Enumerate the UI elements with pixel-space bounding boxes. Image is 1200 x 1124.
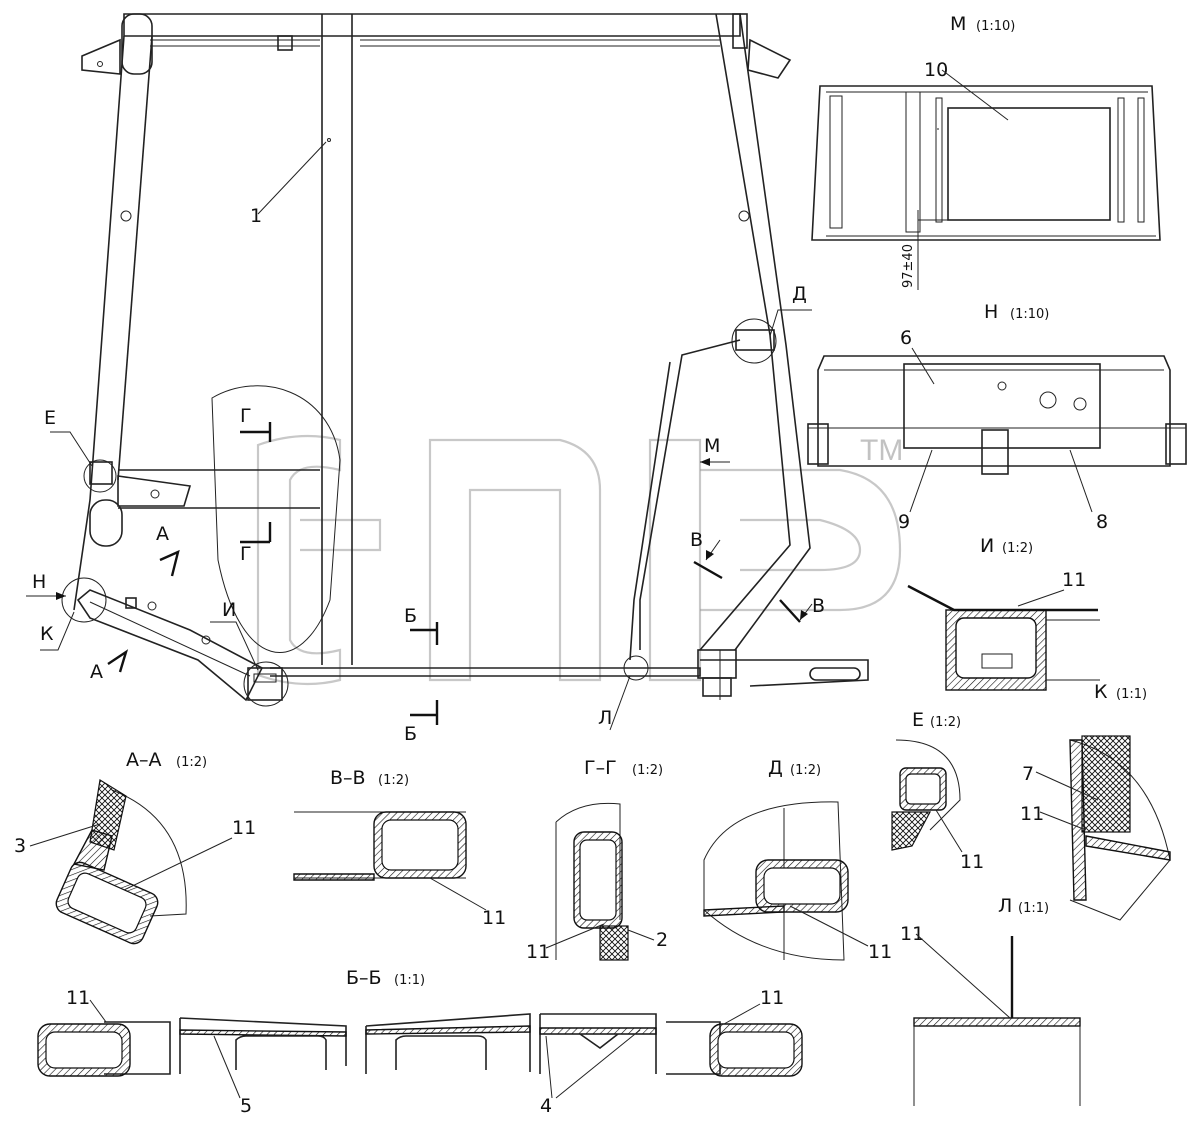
label-V1: В xyxy=(690,529,703,551)
section-bb-scale: (1:1) xyxy=(394,973,425,988)
view-k-scale: (1:1) xyxy=(1116,687,1147,702)
section-aa-scale: (1:2) xyxy=(176,755,207,770)
callout-6: 6 xyxy=(900,327,912,349)
watermark-tm: TM xyxy=(860,434,903,467)
callout-11-gg: 11 xyxy=(526,941,550,963)
view-n-name: Н xyxy=(984,301,998,323)
view-l-name: Л xyxy=(998,895,1012,917)
view-d-scale: (1:2) xyxy=(790,763,821,778)
section-aa-name: А–А xyxy=(126,749,162,771)
view-m-name: М xyxy=(950,13,966,35)
label-B2: Б xyxy=(404,723,417,745)
callout-3: 3 xyxy=(14,835,26,857)
view-e-scale: (1:2) xyxy=(930,715,961,730)
callout-11-k: 11 xyxy=(1020,803,1044,825)
label-L: Л xyxy=(598,707,612,729)
view-l-scale: (1:1) xyxy=(1018,901,1049,916)
callout-7: 7 xyxy=(1022,763,1034,785)
section-gg-scale: (1:2) xyxy=(632,763,663,778)
view-d: Д (1:2) 11 xyxy=(703,757,892,963)
view-m: М (1:10) 10 97±40 xyxy=(811,13,1161,290)
label-G2: Г xyxy=(240,543,252,565)
view-l: Л (1:1) 11 xyxy=(900,895,1081,1106)
label-B1: Б xyxy=(404,605,417,627)
callout-11-i: 11 xyxy=(1062,569,1086,591)
section-aa: А–А (1:2) 3 11 xyxy=(14,749,256,945)
callout-2: 2 xyxy=(656,929,668,951)
view-n-scale: (1:10) xyxy=(1010,307,1049,322)
callout-4: 4 xyxy=(540,1095,552,1117)
main-frame-view xyxy=(26,13,869,731)
section-vv: В–В (1:2) 11 xyxy=(293,767,506,929)
view-e: Е (1:2) 11 xyxy=(891,709,984,873)
callout-11-bb-right: 11 xyxy=(760,987,784,1009)
dimension-label: 97±40 xyxy=(901,244,916,288)
view-n: Н (1:10) 6 9 8 xyxy=(807,301,1187,533)
callout-11-l: 11 xyxy=(900,923,924,945)
callout-11-vv: 11 xyxy=(482,907,506,929)
section-vv-name: В–В xyxy=(330,767,366,789)
view-d-name: Д xyxy=(768,757,783,779)
label-1: 1 xyxy=(250,205,262,227)
label-A2: А xyxy=(90,661,103,683)
callout-11-aa: 11 xyxy=(232,817,256,839)
section-bb-name: Б–Б xyxy=(346,967,382,989)
view-m-scale: (1:10) xyxy=(976,19,1015,34)
label-V2: В xyxy=(812,595,825,617)
label-M: М xyxy=(704,435,720,457)
section-gg: Г–Г (1:2) 11 2 xyxy=(526,757,668,963)
callout-10: 10 xyxy=(924,59,948,81)
section-bb: Б–Б (1:1) 11 11 5 4 xyxy=(37,967,803,1117)
main-labels: 1 Д Е Г Г М А А Н К И Б Б В В Л xyxy=(32,205,825,745)
label-E: Е xyxy=(44,407,56,429)
callout-9: 9 xyxy=(898,511,910,533)
label-H: Н xyxy=(32,571,46,593)
section-vv-scale: (1:2) xyxy=(378,773,409,788)
view-i-scale: (1:2) xyxy=(1002,541,1033,556)
watermark-logo: TM xyxy=(256,434,903,686)
callout-11-e: 11 xyxy=(960,851,984,873)
label-K: К xyxy=(40,623,54,645)
view-e-name: Е xyxy=(912,709,924,731)
view-i-name: И xyxy=(980,535,994,557)
label-A1: А xyxy=(156,523,169,545)
view-i: И (1:2) 11 xyxy=(907,535,1100,691)
callout-11-d: 11 xyxy=(868,941,892,963)
section-gg-name: Г–Г xyxy=(584,757,617,779)
callout-11-bb-left: 11 xyxy=(66,987,90,1009)
view-k: К (1:1) 7 11 xyxy=(1020,681,1171,921)
label-D: Д xyxy=(792,283,807,305)
callout-8: 8 xyxy=(1096,511,1108,533)
callout-5: 5 xyxy=(240,1095,252,1117)
label-G1: Г xyxy=(240,405,252,427)
view-k-name: К xyxy=(1094,681,1108,703)
label-I: И xyxy=(222,599,236,621)
